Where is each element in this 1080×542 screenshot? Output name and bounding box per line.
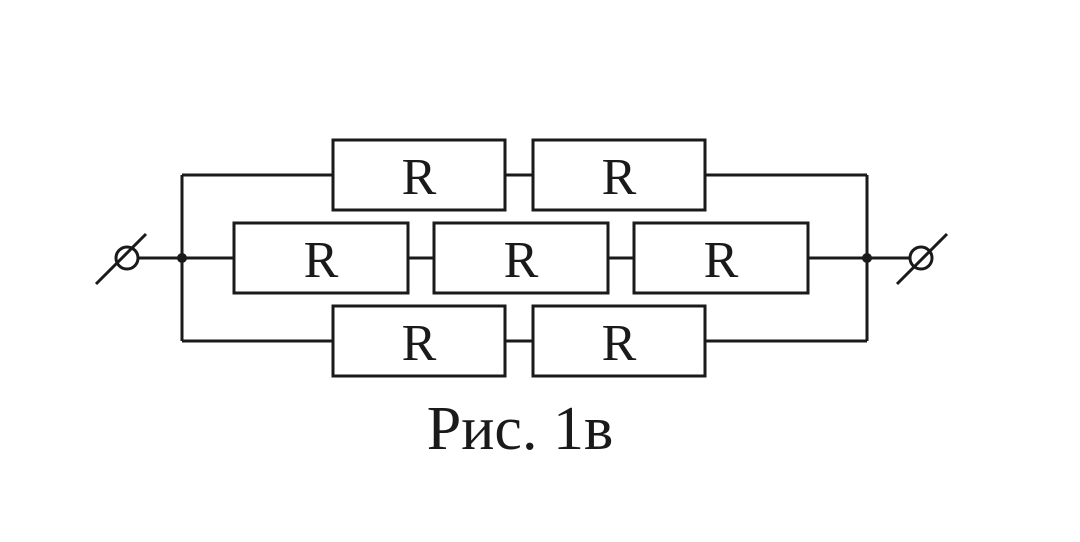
resistor-top-2: R [531, 138, 707, 212]
resistor-label: R [402, 315, 437, 372]
resistor-label: R [402, 149, 437, 206]
resistor-bottom-1: R [331, 304, 507, 378]
terminal-right [867, 232, 949, 286]
figure-caption: Рис. 1в [426, 395, 614, 463]
resistor-middle-2: R [432, 221, 610, 295]
resistor-label: R [304, 232, 339, 289]
resistor-label: R [602, 149, 637, 206]
resistor-label: R [704, 232, 739, 289]
terminal-left [94, 232, 182, 286]
resistor-top-1: R [331, 138, 507, 212]
resistor-label: R [602, 315, 637, 372]
resistor-bottom-2: R [531, 304, 707, 378]
resistor-middle-3: R [632, 221, 810, 295]
resistor-middle-1: R [232, 221, 410, 295]
resistor-label: R [504, 232, 539, 289]
